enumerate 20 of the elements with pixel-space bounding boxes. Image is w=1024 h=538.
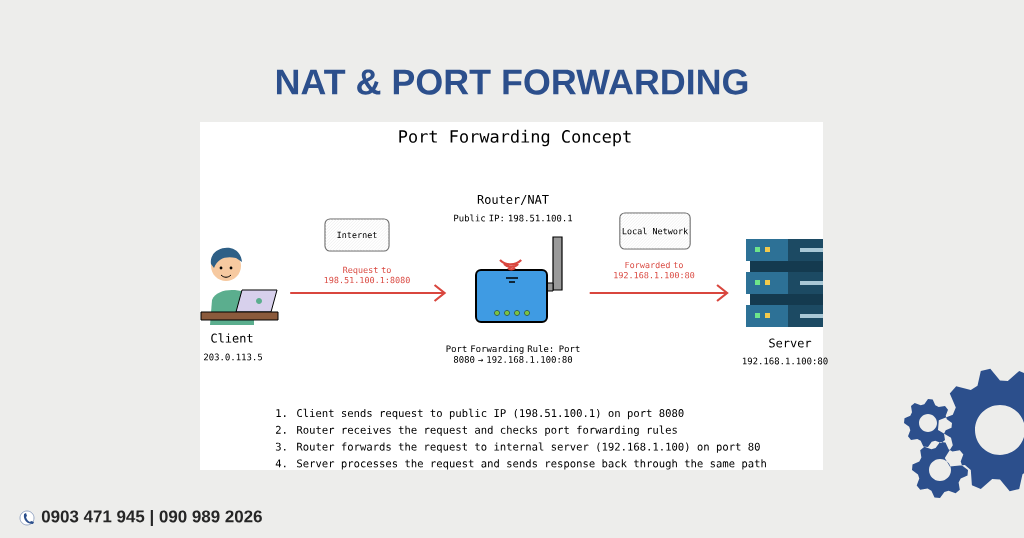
network-tag: Local Network xyxy=(622,227,688,235)
panel-title: Port Forwarding Concept xyxy=(399,129,631,147)
address-label: 192.168.1.100:80 xyxy=(742,357,828,365)
arrow xyxy=(589,284,729,302)
step-text: 1. Client sends request to public IP (198.51.100.1) on port 8080 xyxy=(276,408,684,420)
address-label: 203.0.113.5 xyxy=(204,353,262,361)
step-text: 2. Router receives the request and checks port forwarding rules xyxy=(276,425,677,436)
edge-label: Forwarded to 192.168.1.100:80 xyxy=(614,261,695,279)
edge-label: Request to 198.51.100.1:8080 xyxy=(324,266,410,284)
phone-numbers: 0903 471 945 | 090 989 2026 xyxy=(41,510,262,526)
node-label: Client xyxy=(211,333,253,343)
node-label: Server xyxy=(769,338,812,348)
arrow xyxy=(290,284,447,302)
address-label: Port Forwarding Rule: Port 8080 → 192.168.1.100:80 xyxy=(446,345,580,363)
step-text: 3. Router forwards the request to internal server (192.168.1.100) on port 80 xyxy=(275,442,760,453)
node-label: Router/NAT xyxy=(477,195,549,205)
address-label: Public IP: 198.51.100.1 xyxy=(454,214,573,222)
step-text: 4. Server processes the request and sends response back through the same path xyxy=(275,459,766,470)
title: NAT & PORT FORWARDING xyxy=(277,69,748,95)
network-tag: Internet xyxy=(337,231,377,239)
